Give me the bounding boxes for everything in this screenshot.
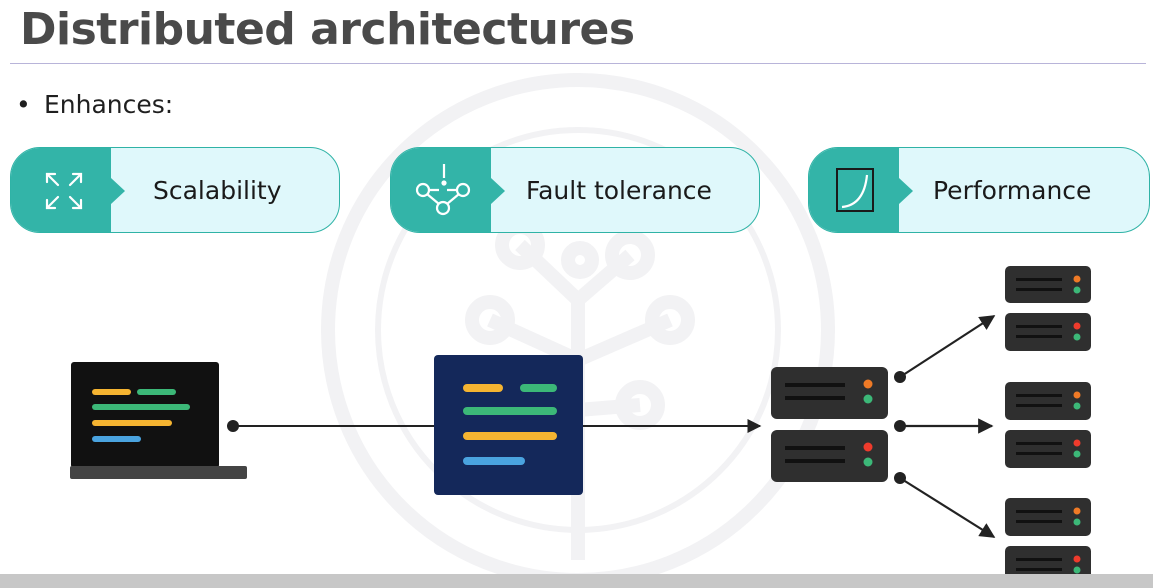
player-progress-bar[interactable] <box>0 574 1153 588</box>
server-icon <box>1005 498 1091 584</box>
server-icon <box>1005 266 1091 351</box>
network-alert-icon <box>415 164 471 216</box>
page-title: Distributed architectures <box>20 4 635 55</box>
server-icon <box>1005 382 1091 468</box>
connector-laptop-app <box>227 420 434 432</box>
benefit-label: Scalability <box>153 175 282 205</box>
benefit-icon-panel <box>809 148 913 232</box>
server-icon <box>771 367 888 482</box>
benefit-scalability: Scalability <box>10 147 340 233</box>
bullet-dot: • <box>16 90 31 119</box>
bullet-text: Enhances: <box>44 90 174 119</box>
fan-out-connectors <box>894 315 996 538</box>
benefit-icon-panel <box>391 148 505 232</box>
benefit-label: Fault tolerance <box>526 175 712 205</box>
laptop-icon <box>70 362 247 479</box>
benefit-fault-tolerance: Fault tolerance <box>390 147 760 233</box>
benefit-icon-panel <box>11 148 125 232</box>
benefit-label: Performance <box>933 175 1092 205</box>
bullet-item: • Enhances: <box>16 90 173 119</box>
expand-arrows-icon <box>45 172 83 210</box>
performance-curve-icon <box>836 168 874 212</box>
benefit-performance: Performance <box>808 147 1150 233</box>
application-icon <box>434 355 583 495</box>
title-divider <box>10 63 1146 64</box>
